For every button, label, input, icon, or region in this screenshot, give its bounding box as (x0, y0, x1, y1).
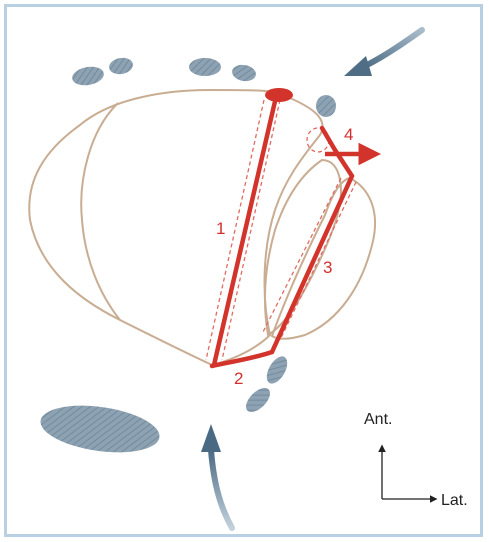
incision-3-line (272, 176, 352, 352)
label-step-4: 4 (344, 125, 353, 144)
structure-bottom-left (38, 399, 163, 459)
organ-outline-main (29, 90, 322, 365)
incision-1-dashed-right (222, 100, 280, 360)
approach-arrow-bottom (211, 450, 232, 528)
structure-top-2 (108, 56, 134, 76)
structure-top-5 (316, 95, 336, 117)
label-step-1: 1 (216, 219, 225, 238)
incision-1-dashed-left (206, 100, 264, 360)
incision-3-dashed-right (280, 182, 356, 340)
lateral-label: Lat. (441, 492, 468, 509)
label-step-2: 2 (234, 369, 243, 388)
structure-top-3 (189, 58, 221, 76)
incision-3-dashed-left (262, 178, 341, 334)
structure-bottom-2 (242, 384, 275, 417)
organ-inner-curve (81, 103, 120, 320)
incision-1-cap (265, 88, 293, 102)
structure-top-1 (71, 64, 106, 87)
structure-bottom-1 (263, 353, 292, 387)
approach-arrow-bottom-head (201, 424, 221, 452)
approach-arrow-top (365, 30, 422, 66)
label-step-3: 3 (323, 258, 332, 277)
organ-outline-right-outer (265, 160, 341, 335)
structure-top-4 (231, 63, 257, 83)
anterior-label: Ant. (364, 411, 392, 428)
approach-arrow-top-head (344, 56, 372, 76)
